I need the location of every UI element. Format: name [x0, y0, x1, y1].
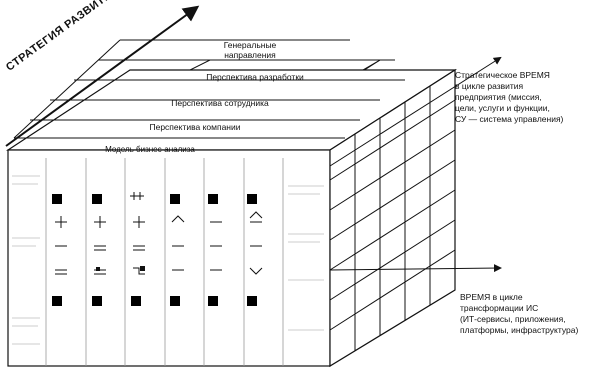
- front-face-columns: [45, 158, 284, 366]
- top-face-layer-lines: [13, 39, 405, 139]
- front-face-title: Модель бизнес-анализа: [105, 145, 195, 154]
- layer-label-employee: Перспектива сотрудника: [171, 98, 269, 108]
- time-arrows: [329, 56, 502, 273]
- layer-label-general: Генеральные направления: [223, 40, 277, 60]
- layer-label-company: Перспектива компании: [149, 122, 241, 132]
- strategy-axis-arrow: [5, 5, 200, 147]
- note-time-cycle: ВРЕМЯ в цикле трансформации ИС (ИТ-серви…: [460, 292, 579, 335]
- front-face-blocks-row-2: [52, 296, 257, 306]
- front-face-dots: [96, 266, 145, 271]
- layer-label-development: Перспектива разработки: [206, 72, 304, 82]
- cube-front-face: [7, 149, 331, 367]
- front-face-blocks-row-1: [52, 194, 257, 204]
- front-face-pictograms: [55, 192, 263, 275]
- front-face-text-lines: [12, 175, 324, 345]
- cube-right-face: [329, 68, 456, 368]
- note-strategic-time: Стратегическое ВРЕМЯ в цикле развития пр…: [455, 70, 564, 124]
